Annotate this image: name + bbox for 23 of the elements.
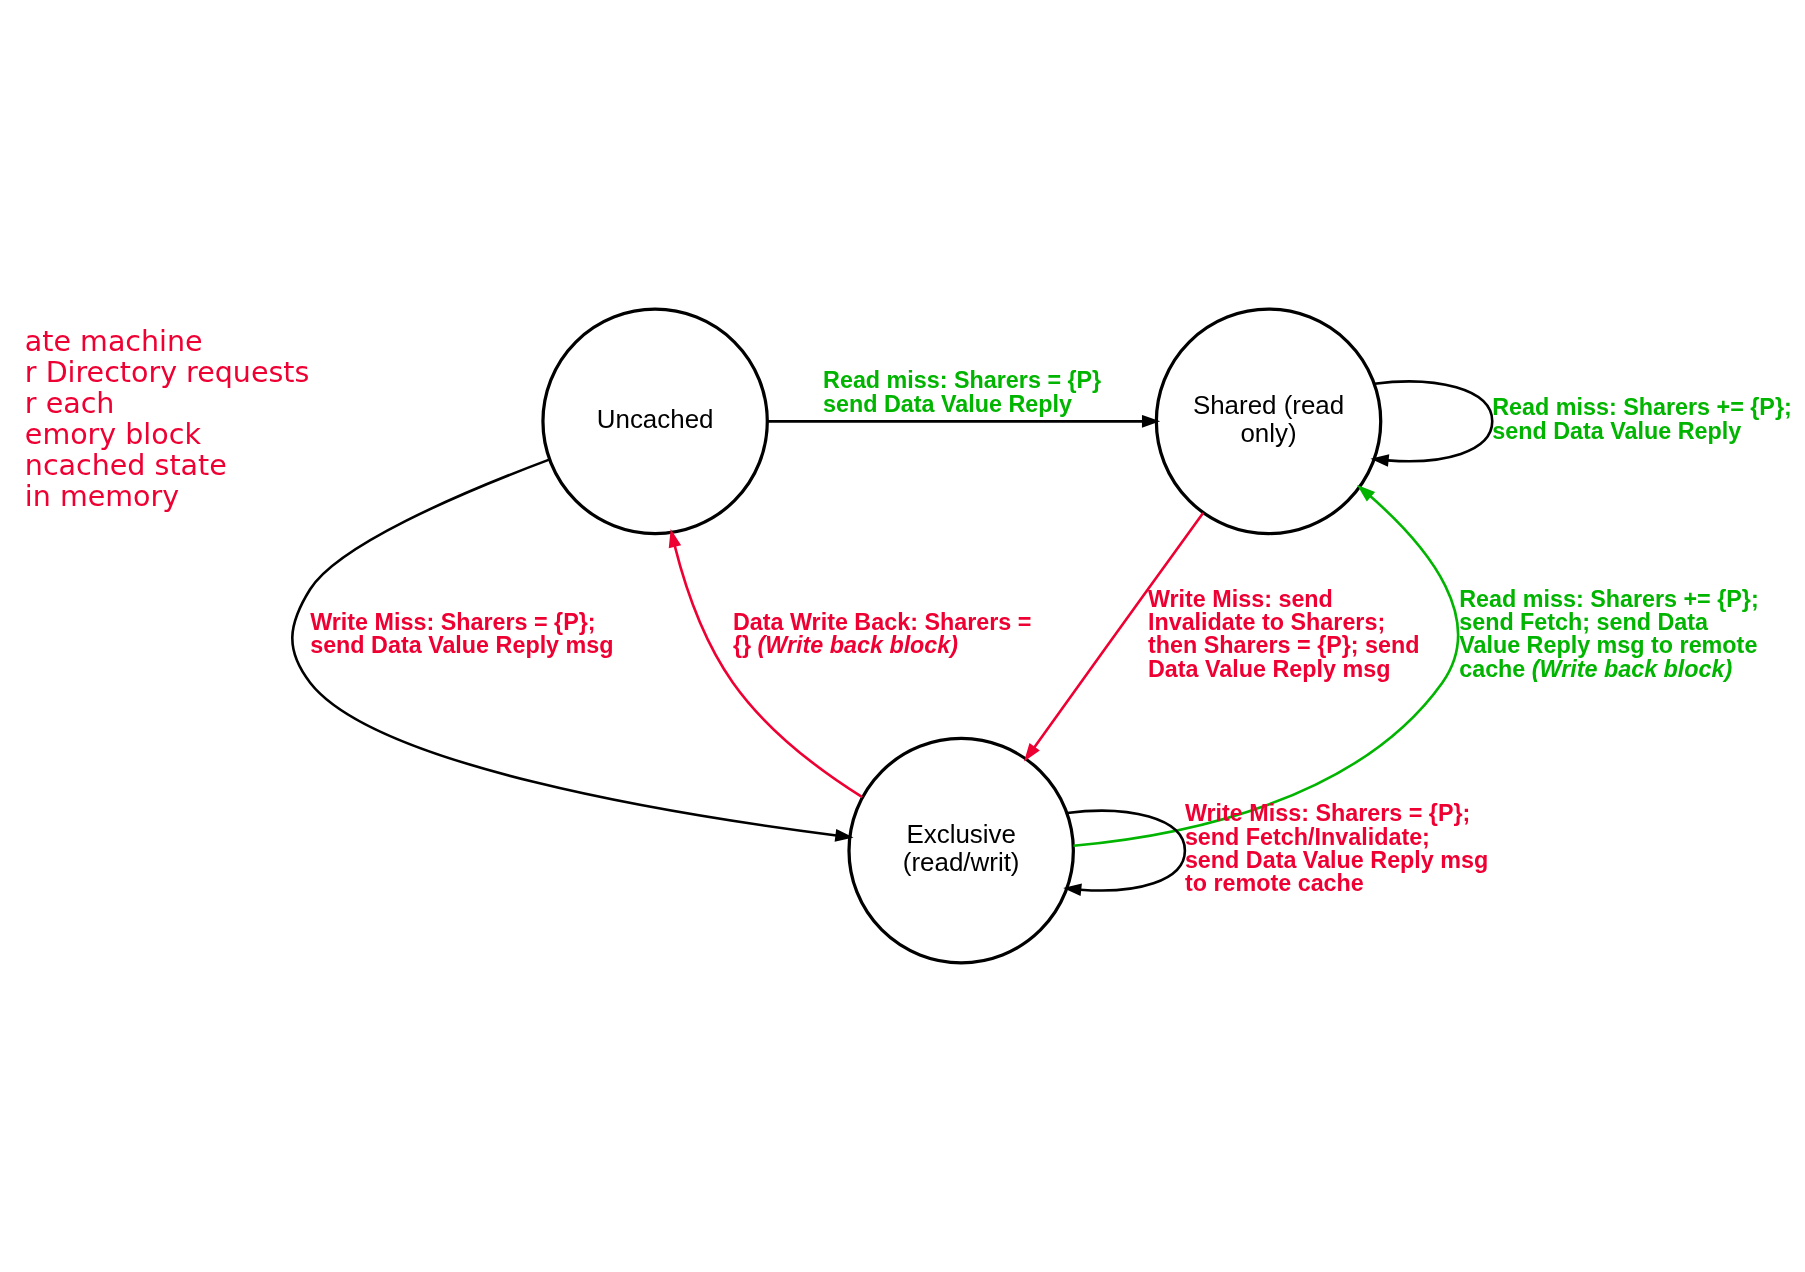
label: r Directory requests xyxy=(24,355,310,389)
label: r each xyxy=(24,387,115,421)
arrow xyxy=(291,458,854,842)
edge-label: Write Miss: Sharers = {P}; send Fetch/Invalidate; send Data Value Reply msg to remote cache xyxy=(1184,800,1489,897)
node-circle: Uncached xyxy=(541,307,769,536)
label: in memory xyxy=(24,480,180,514)
edge-label: Read miss: Sharers += {P}; send Fetch; send Data Value Reply msg to remote cache (Write back block) xyxy=(1459,585,1759,682)
edge-label: Data Write Back: Sharers = {} (Write back block) xyxy=(732,609,1032,659)
node-circle: Exclusive (read/writ) xyxy=(847,736,1075,965)
arrow xyxy=(1063,809,1187,897)
arrow xyxy=(1024,512,1205,762)
label: ate machine xyxy=(24,324,203,358)
arrow xyxy=(1073,484,1460,847)
label: emory block xyxy=(24,418,201,452)
arrow xyxy=(767,415,1161,428)
edge-label: Write Miss: send Invalidate to Sharers; then Sharers = {P}; send Data Value Reply msg xyxy=(1147,585,1420,682)
edge-label: Write Miss: Sharers = {P}; send Data Value Reply msg xyxy=(310,609,614,659)
edge-label: Read miss: Sharers += {P}; send Data Value Reply xyxy=(1492,394,1792,444)
arrow xyxy=(1370,380,1494,467)
arrow xyxy=(668,528,863,799)
label: ncached state xyxy=(24,449,227,483)
node-circle: Shared (read only) xyxy=(1154,307,1383,536)
edge-label: Read miss: Sharers = {P} send Data Value Reply xyxy=(823,367,1102,417)
